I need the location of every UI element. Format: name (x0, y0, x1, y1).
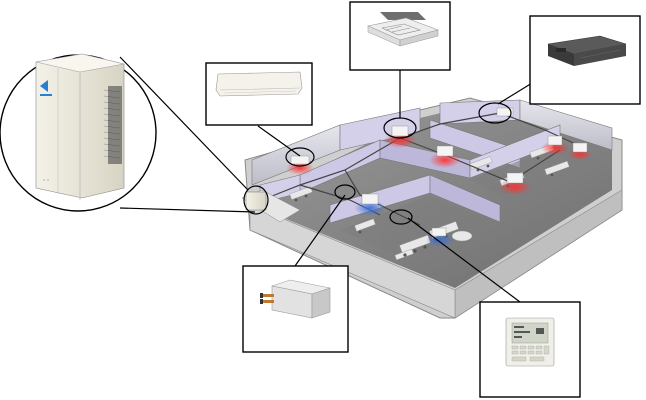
pipe-connectors (262, 294, 274, 303)
outdoor-unit-callout (0, 53, 157, 212)
outdoor-unit-illustration (35, 53, 125, 200)
wall-mounted-unit-illustration (215, 71, 303, 97)
remote-controller-illustration (505, 317, 555, 367)
interior-partitions (259, 119, 561, 224)
ceiling-cassette-callout (349, 1, 451, 71)
back-wall-far-right (519, 99, 613, 151)
ducted-unit-callout (529, 15, 641, 105)
outdoor-unit-on-building (241, 189, 301, 223)
brand-mark-icon (40, 80, 52, 96)
remote-controller-callout (479, 301, 581, 398)
exterior-wall-front (249, 204, 456, 319)
wall-mounted-unit-callout (205, 62, 313, 126)
refrigerant-piping (261, 112, 581, 226)
hydrobox-unit-illustration (260, 279, 331, 319)
callout-markers (243, 102, 512, 225)
remote-buttons (511, 345, 550, 362)
building-floorplan (241, 97, 623, 319)
ducted-unit-illustration (547, 35, 627, 66)
hydrobox-unit-callout (242, 265, 349, 353)
indoor-units-heating (286, 125, 592, 195)
callout-lines (119, 56, 551, 303)
ceiling-cassette-illustration (367, 12, 439, 47)
